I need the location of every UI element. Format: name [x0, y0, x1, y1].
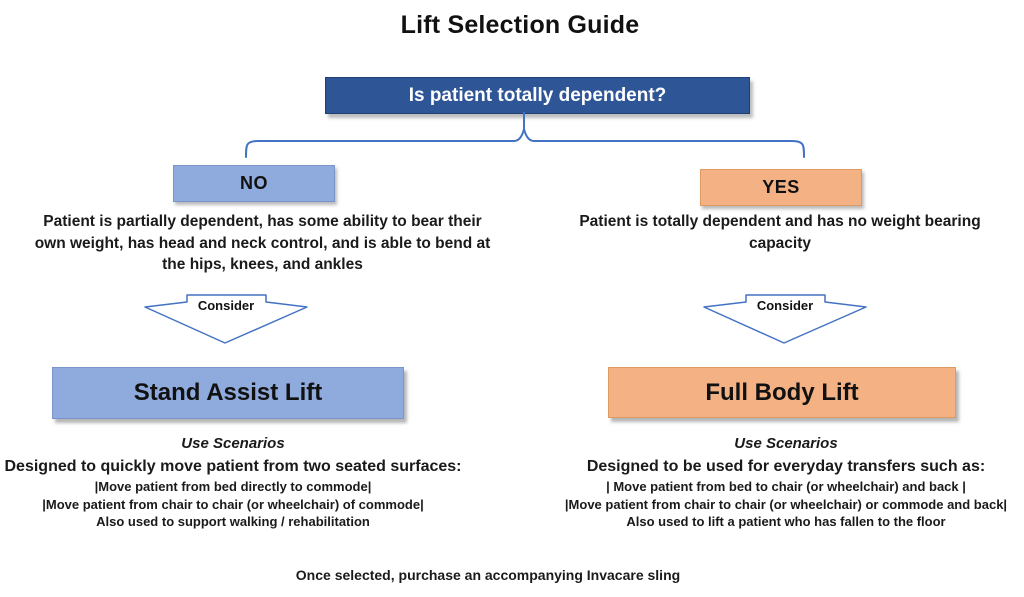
consider-label-left: Consider: [197, 298, 255, 313]
yes-branch-use-scenarios: Use Scenarios Designed to be used for ev…: [545, 434, 1024, 531]
yes-answer-box: YES: [700, 169, 862, 206]
full-body-lift-box: Full Body Lift: [608, 367, 956, 418]
branch-brace-connector: [245, 112, 805, 158]
down-arrow-icon: [703, 294, 867, 344]
stand-assist-lift-label: Stand Assist Lift: [133, 379, 323, 406]
question-text: Is patient totally dependent?: [408, 84, 667, 106]
scenario-item: Also used to lift a patient who has fall…: [626, 514, 946, 529]
yes-branch-description: Patient is totally dependent and has no …: [579, 213, 981, 252]
use-scenarios-intro-left: Designed to quickly move patient from tw…: [4, 458, 462, 475]
no-branch-description: Patient is partially dependent, has some…: [34, 213, 491, 273]
use-scenarios-heading-right: Use Scenarios: [734, 435, 838, 452]
consider-label-right: Consider: [756, 298, 814, 313]
footer-note: Once selected, purchase an accompanying …: [295, 567, 681, 583]
no-label: NO: [240, 173, 268, 193]
full-body-lift-label: Full Body Lift: [705, 378, 859, 406]
scenario-item: | Move patient from bed to chair (or whe…: [606, 479, 966, 494]
use-scenarios-heading-left: Use Scenarios: [181, 435, 285, 452]
question-box: Is patient totally dependent?: [325, 77, 750, 114]
use-scenarios-intro-right: Designed to be used for everyday transfe…: [586, 458, 986, 475]
scenario-item: |Move patient from chair to chair (or wh…: [564, 496, 1008, 512]
down-arrow-icon: [144, 294, 308, 344]
consider-arrow-left: Consider: [141, 292, 311, 347]
no-branch-use-scenarios: Use Scenarios Designed to quickly move p…: [2, 434, 464, 531]
scenario-item: Also used to support walking / rehabilit…: [96, 514, 370, 529]
scenario-item: |Move patient from bed directly to commo…: [94, 479, 372, 494]
no-answer-box: NO: [173, 165, 335, 202]
page-title: Lift Selection Guide: [400, 11, 640, 39]
yes-label: YES: [762, 177, 800, 197]
stand-assist-lift-box: Stand Assist Lift: [52, 367, 404, 419]
scenario-item: |Move patient from chair to chair (or wh…: [42, 496, 424, 512]
consider-arrow-right: Consider: [700, 292, 870, 347]
